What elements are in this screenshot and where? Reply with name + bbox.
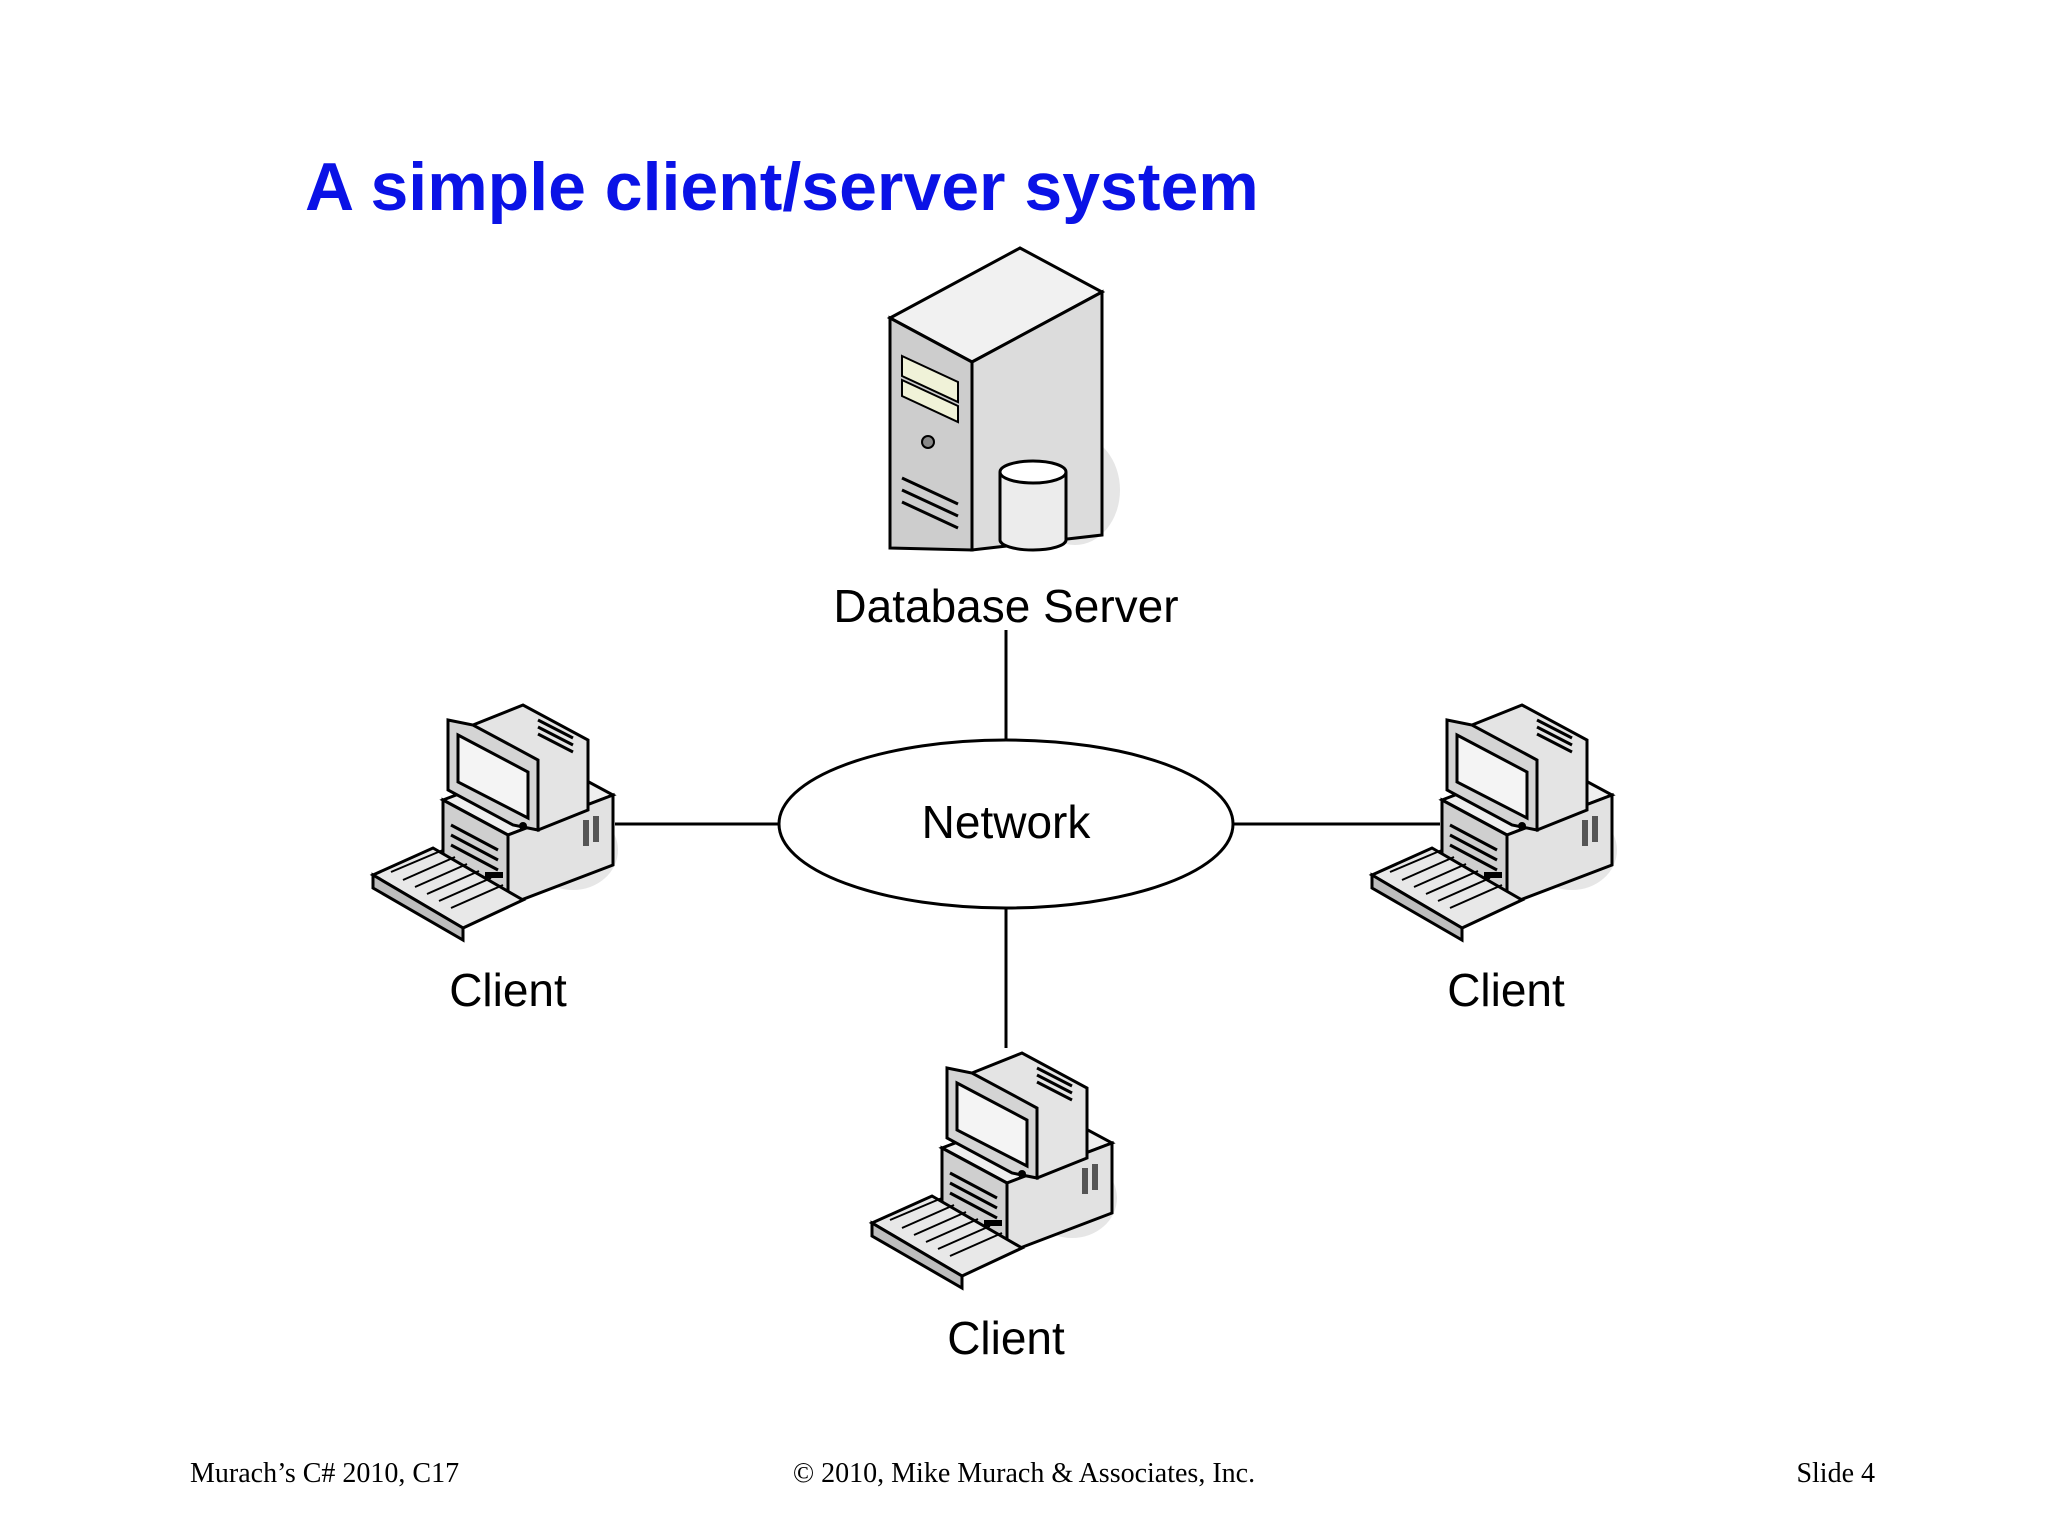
client-label: Client	[1447, 964, 1565, 1016]
desktop-computer-icon	[870, 1051, 1119, 1290]
database-server-icon	[886, 246, 1120, 552]
client-label: Client	[449, 964, 567, 1016]
footer-slide-number: Slide 4	[1796, 1458, 1875, 1489]
network-label: Network	[922, 796, 1092, 848]
footer-copyright: © 2010, Mike Murach & Associates, Inc.	[792, 1458, 1256, 1489]
network-ellipse	[777, 738, 1235, 910]
slide-title: A simple client/server system	[305, 149, 1259, 225]
footer-book-reference: Murach’s C# 2010, C17	[190, 1458, 460, 1489]
desktop-computer-icon	[371, 703, 620, 942]
client-label: Client	[947, 1312, 1065, 1364]
server-label: Database Server	[833, 580, 1178, 632]
